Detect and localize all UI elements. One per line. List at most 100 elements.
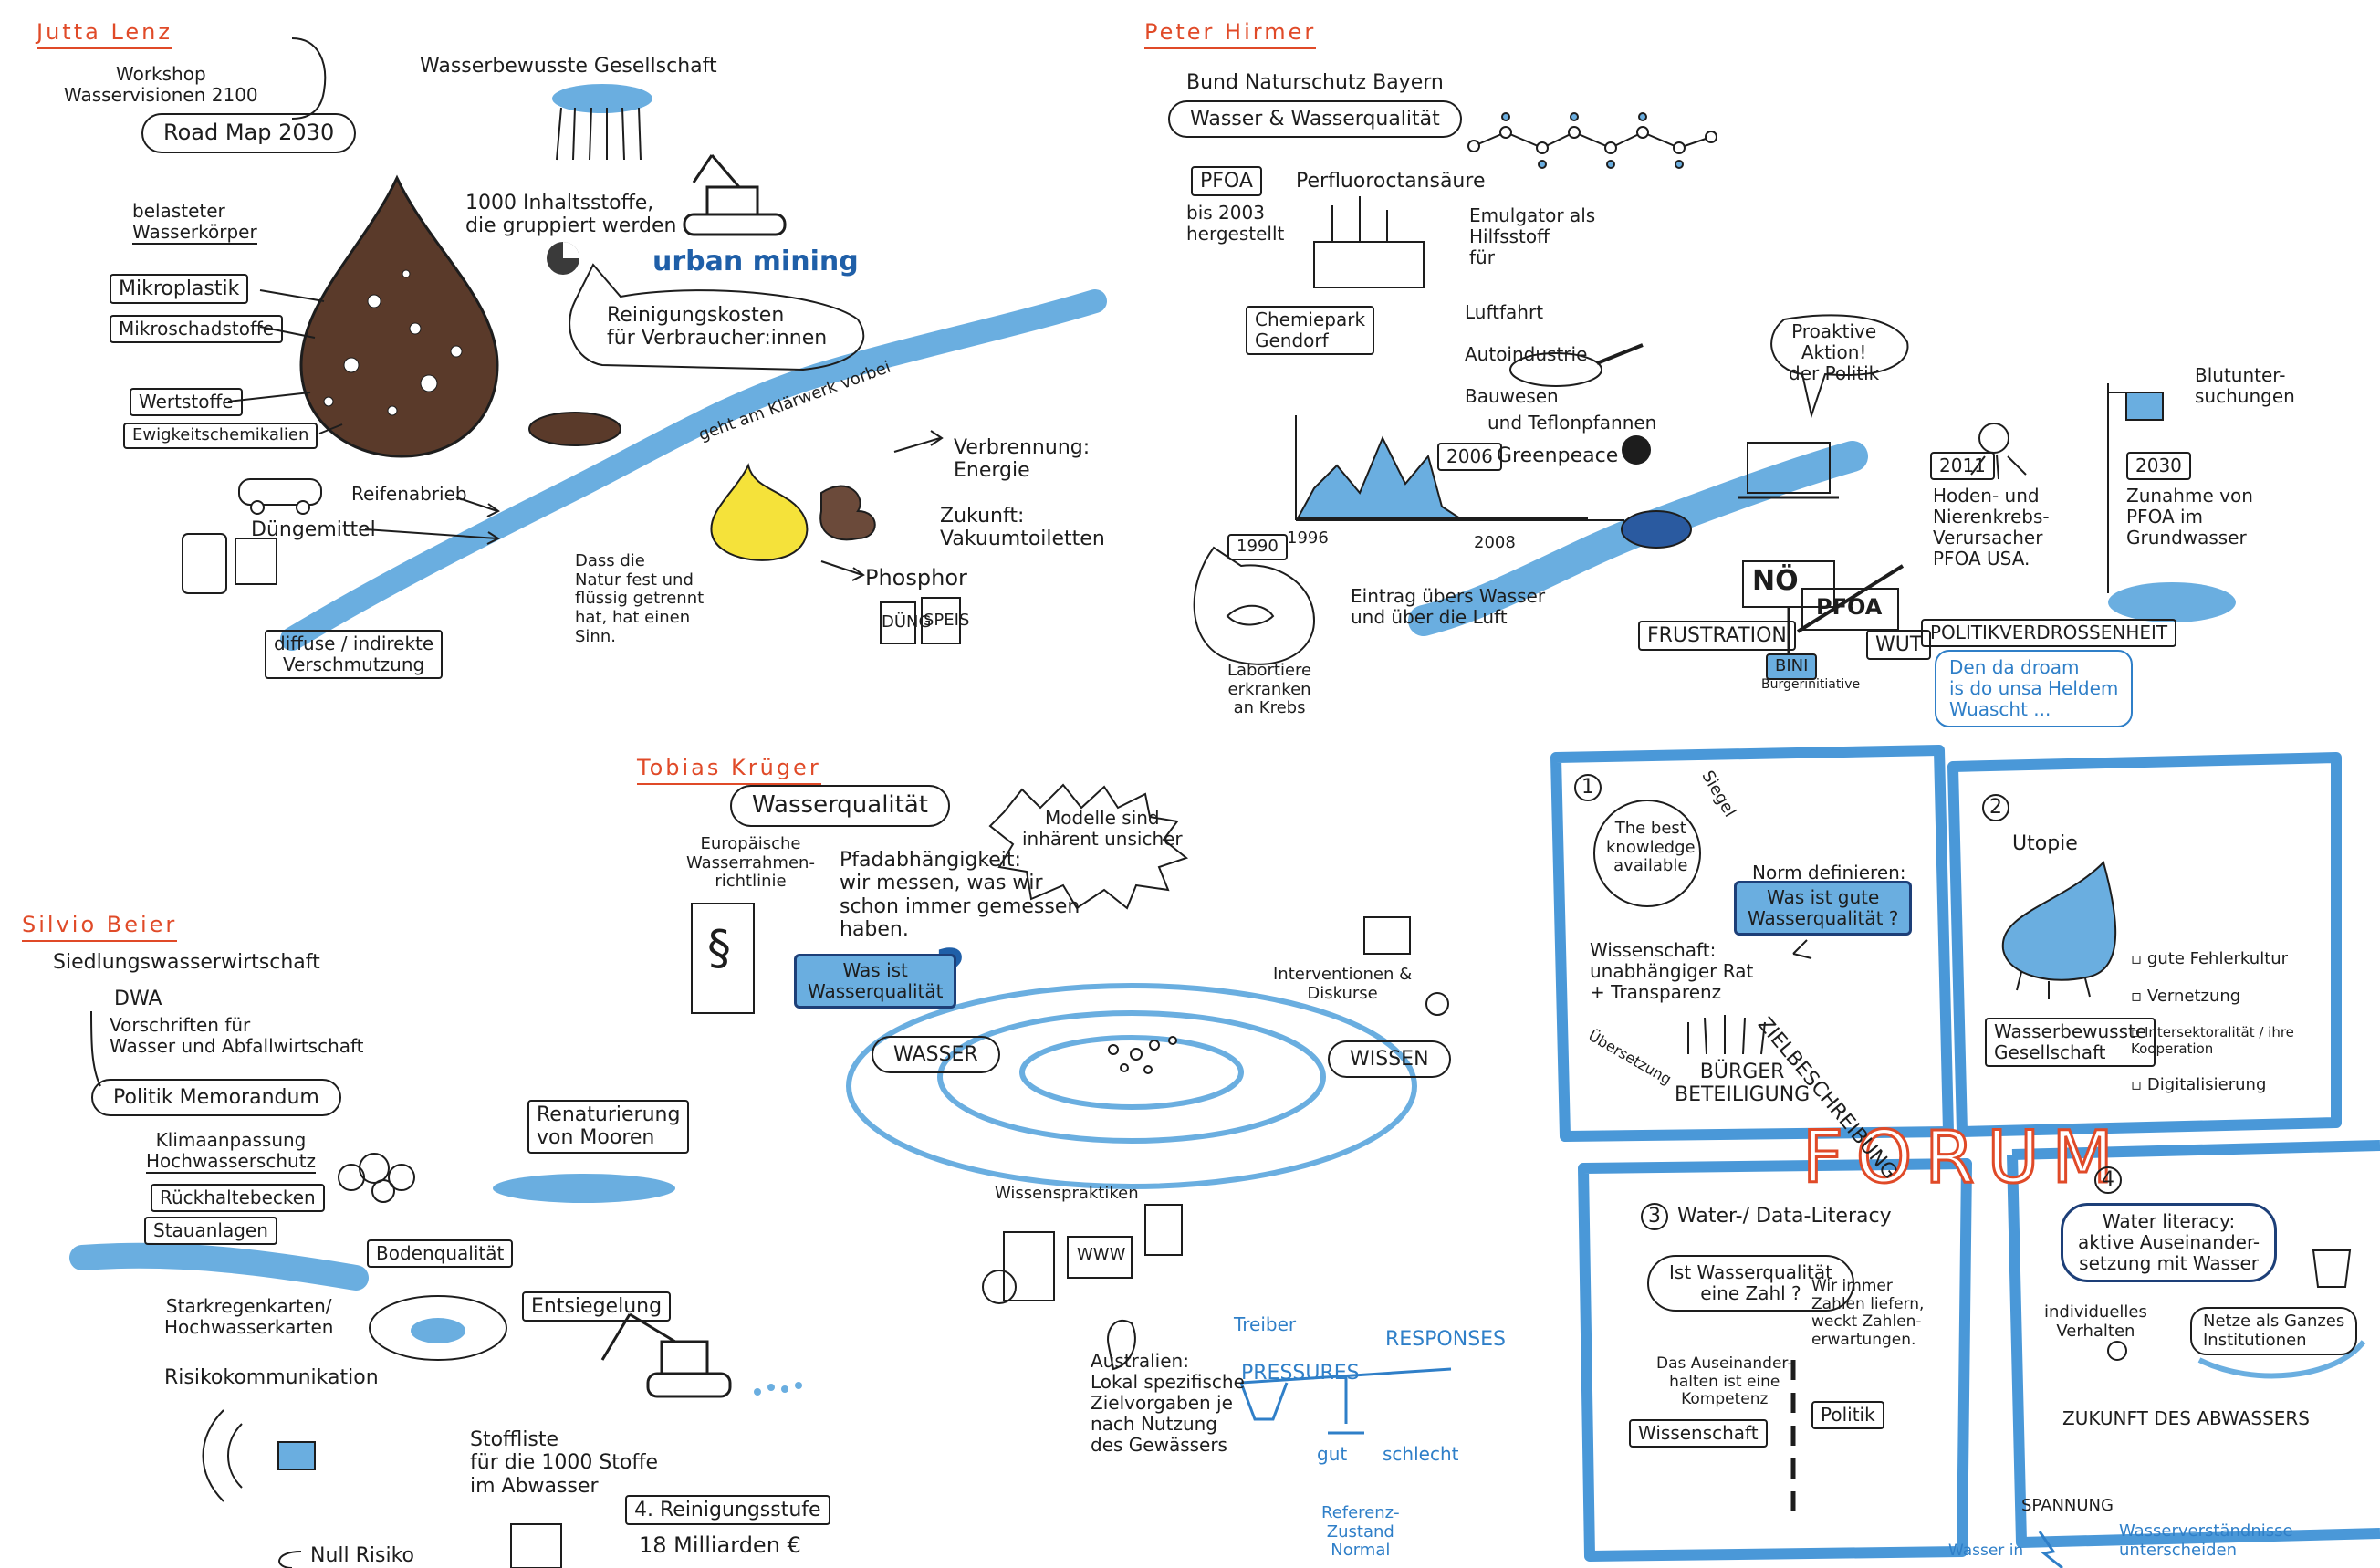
urine-drop <box>710 463 809 561</box>
labortiere-label: Labortiere erkranken an Krebs <box>1227 661 1312 718</box>
gesellschaft-label: Wasserbewusste Gesellschaft <box>420 55 717 78</box>
interventionen-label: Interventionen & Diskurse <box>1273 965 1413 1003</box>
zahl-pill: Ist Wasserqualität eine Zahl ? <box>1647 1255 1854 1312</box>
dwa-label: DWA <box>114 988 162 1010</box>
earth-hole <box>369 1295 507 1361</box>
wissenschaft-box: Wissenschaft <box>1629 1419 1768 1448</box>
bubble-reinigung <box>569 263 865 371</box>
molecule-icon <box>1467 112 1717 169</box>
vorschriften-label: Vorschriften für Wasser und Abfallwirtsc… <box>110 1014 364 1057</box>
politik-box: Politik <box>1811 1401 1884 1429</box>
bini-box: BINI <box>1766 653 1818 680</box>
treiber-label: Treiber <box>1234 1313 1297 1335</box>
starkregen-label: Starkregenkarten/ Hochwasserkarten <box>164 1295 334 1338</box>
wbg-box: Wasserbewusste Gesellschaft <box>1985 1018 2156 1067</box>
reinigung-label: Reinigungskosten für Verbraucher:innen <box>607 304 828 350</box>
modelle-note: Modelle sind inhärent unsicher <box>1022 807 1183 850</box>
zukunft-abwasser-label: ZUKUNFT DES ABWASSERS <box>2062 1407 2311 1429</box>
wasistwq-box: Was ist Wasserqualität <box>794 954 957 1009</box>
diffuse-box: diffuse / indirekte Verschmutzung <box>265 630 444 679</box>
emulgator-label: Emulgator als Hilfsstoff für <box>1469 204 1596 268</box>
car-icon <box>238 478 322 506</box>
mouse-icon <box>1226 604 1275 626</box>
praktiken-label: Wissenspraktiken <box>995 1184 1139 1203</box>
wasserqualitaet-pill: Wasserqualität <box>730 785 950 827</box>
wasser-pill: Wasser & Wasserqualität <box>1168 100 1462 139</box>
laptop-icon <box>1747 442 1831 494</box>
spannung-label: SPANNUNG <box>2021 1496 2114 1515</box>
best-knowledge-label: The best knowledge available <box>1606 819 1696 876</box>
blut-label: Blutunter- suchungen <box>2195 364 2295 407</box>
ziel-arrow <box>1792 939 1812 959</box>
boden-box: Bodenqualität <box>367 1239 514 1268</box>
zukunft-label: Zukunft: Vakuumtoiletten <box>940 505 1105 551</box>
sign-pfoa <box>1801 588 1899 631</box>
wut-box: WUT <box>1866 630 1932 661</box>
dung-label: DÜNG <box>882 612 932 632</box>
politikverdrossenheit-box: POLITIKVERDROSSENHEIT <box>1921 619 2177 647</box>
section-2-number: 2 <box>1982 794 2009 821</box>
sieve-icon <box>528 412 621 446</box>
buergerbeteiligung-label: BÜRGER BETEILIGUNG <box>1675 1061 1811 1107</box>
year-2008-label: 2008 <box>1474 533 1516 552</box>
pfoa-sign-text: PFOA <box>1816 594 1883 620</box>
projector-icon <box>1363 916 1411 955</box>
year-2011-box: 2011 <box>1930 452 1995 480</box>
dadroam-bubble: Den da droam is do unsa Heldem Wuascht .… <box>1935 650 2134 727</box>
presenter-beier: Silvio Beier <box>22 912 178 942</box>
reinigungsstufe-box: 4. Reinigungsstufe <box>625 1495 830 1526</box>
cup-icon <box>2312 1249 2352 1288</box>
wertstoffe-box: Wertstoffe <box>130 388 243 416</box>
netze-pill: Netze als Ganzes Institutionen <box>2190 1307 2358 1356</box>
list-item: Autoindustrie <box>1465 343 1588 365</box>
null-risiko-label: Null Risiko <box>310 1544 415 1567</box>
gut-label: gut <box>1317 1443 1348 1465</box>
politik-memorandum-pill: Politik Memorandum <box>91 1079 341 1117</box>
year-1996-label: 1996 <box>1287 528 1329 548</box>
pfoa-chart <box>1295 415 1624 521</box>
dass-note: Dass die Natur fest und flüssig getrennt… <box>575 551 705 646</box>
globe-icon <box>1622 435 1651 465</box>
teflon-label: und Teflonpfannen <box>1488 412 1657 434</box>
wasser-in-label: Wasser in <box>1948 1542 2024 1560</box>
virus-icon <box>1978 423 2009 454</box>
verwendung-list: Luftfahrt Autoindustrie Bauwesen <box>1465 281 1587 428</box>
pan-icon <box>1509 352 1602 387</box>
megaphone-icon <box>202 1409 316 1502</box>
bubble-workshop <box>291 37 327 120</box>
pipe-network <box>2197 1340 2366 1379</box>
river-lenz <box>280 289 1107 651</box>
literacy-label: Water-/ Data-Literacy <box>1677 1205 1892 1228</box>
excavator-icon <box>683 154 787 236</box>
klima-label: Klimaanpassung Hochwasserschutz <box>146 1129 317 1174</box>
individuell-label: individuelles Verhalten <box>2044 1302 2147 1341</box>
boat-icon <box>1621 510 1692 549</box>
year-1990-box: 1990 <box>1227 534 1288 560</box>
www-label: WWW <box>1077 1245 1126 1264</box>
utopie-list: ▫ gute Fehlerkultur ▫ Vernetzung ▫ Inter… <box>2131 931 2380 1113</box>
list-item: ▫ Intersektoralität / ihre Kooperation <box>2131 1024 2294 1057</box>
proaktiv-note: Proaktive Aktion! der Politik <box>1789 320 1880 384</box>
hands-icon <box>1687 1015 1766 1055</box>
australien-label: Australien: Lokal spezifische Zielvorgab… <box>1091 1350 1245 1456</box>
stauanlagen-box: Stauanlagen <box>144 1217 277 1245</box>
norm-label: Norm definieren: <box>1752 862 1906 883</box>
frustration-box: FRUSTRATION <box>1638 621 1796 652</box>
canister-icon <box>182 533 227 594</box>
cloud-people <box>552 84 652 113</box>
section-1-number: 1 <box>1574 774 1602 801</box>
year-2006-box: 2006 <box>1437 443 1502 471</box>
risiko-label: Risikokommunikation <box>164 1366 379 1389</box>
responses-label: RESPONSES <box>1385 1328 1507 1351</box>
bag-icon <box>235 538 277 585</box>
bund-label: Bund Naturschutz Bayern <box>1186 71 1444 94</box>
river-beier <box>69 1242 369 1291</box>
speis-label: SPEIS <box>924 611 970 630</box>
zunahme-label: Zunahme von PFOA im Grundwasser <box>2126 485 2253 549</box>
section-3-number: 3 <box>1641 1203 1668 1230</box>
list-item: ▫ Digitalisierung <box>2131 1074 2267 1094</box>
wasser-pill: WASSER <box>872 1036 1000 1074</box>
scale-icon <box>1239 1367 1452 1435</box>
bubble-proaktiv <box>1770 314 1909 419</box>
pfad-label: Pfadabhängigkeit: wir messen, was wir sc… <box>840 849 1080 941</box>
